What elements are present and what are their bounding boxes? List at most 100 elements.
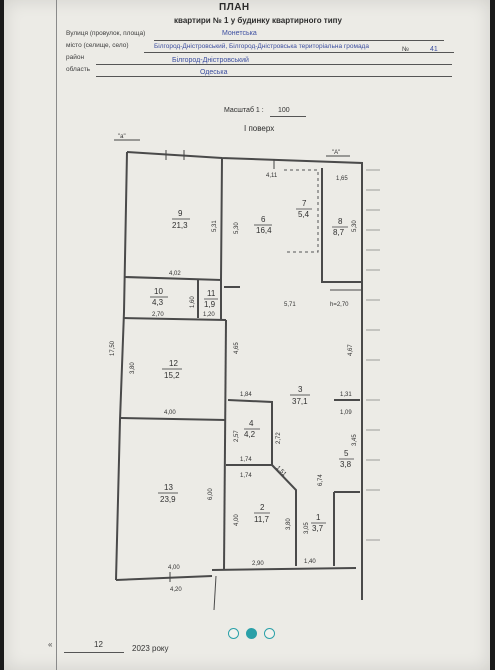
dim-label: 1,40 [304,559,316,565]
page-binding-edge [56,0,57,670]
svg-text:10: 10 [154,287,163,296]
dim-label: 2,72 [276,432,282,444]
room-13: 13 23,9 [158,483,178,504]
svg-text:9: 9 [178,209,183,218]
floor-plan: "a" "A" 921,3 616,4 75,4 88,7 104,3 111,… [110,134,380,611]
scale-underline [270,116,306,117]
place-value: Білгород-Дністровський, Білгород-Дністро… [154,43,369,50]
room7-dashed-outline [284,169,319,253]
region-value: Одеська [200,69,228,76]
district-underline [96,64,452,65]
dim-label: 3,80 [130,362,136,374]
place-underline [144,52,454,53]
svg-text:1: 1 [316,513,321,522]
plan-subtitle: квартири № 1 у будинку квартирного типу [174,16,342,25]
floor-label: I поверх [244,124,275,133]
street-underline [154,40,444,41]
number-value: 41 [430,46,438,53]
dim-label: h=2,70 [330,302,349,308]
room-labels: 921,3 616,4 75,4 88,7 104,3 111,9 1215,2… [150,199,354,533]
marker-a-left: "a" [118,134,126,140]
dim-label: 1,65 [336,176,348,182]
date-day: 12 [94,640,103,649]
svg-text:4,3: 4,3 [152,298,164,307]
dim-label: 1,20 [203,312,215,318]
svg-text:8: 8 [338,217,343,226]
dim-label: 1,84 [240,392,252,398]
dim-label: 5,30 [234,222,240,234]
dim-label: 4,11 [266,173,278,179]
region-label: область [66,66,91,73]
svg-text:21,3: 21,3 [172,221,188,230]
svg-text:7: 7 [302,199,307,208]
room-8: 88,7 [332,217,348,237]
room-1: 13,7 [311,513,326,533]
svg-text:3,7: 3,7 [312,524,324,533]
wall-room11 [197,280,222,320]
wall-room8 [321,168,362,283]
dim-label: 17,50 [110,340,116,356]
svg-text:5,4: 5,4 [298,210,310,219]
dim-label: 3,45 [352,434,358,446]
marker-a-right: "A" [332,150,340,156]
room-4: 44,2 [244,419,260,439]
svg-text:13: 13 [164,483,173,492]
place-label: місто (селище, село) [66,42,129,49]
dim-label: 6,00 [208,488,214,500]
carousel-dot[interactable] [228,628,239,639]
dim-label: 2,70 [152,312,164,318]
wall-room2-right [271,464,297,566]
wall-stair [330,289,363,302]
room-10: 104,3 [150,287,168,307]
room-9: 921,3 [172,209,190,230]
dim-label: 4,02 [169,271,181,277]
carousel-dot[interactable] [264,628,275,639]
document-page: ПЛАН квартири № 1 у будинку квартирного … [4,0,490,670]
room-5: 53,8 [339,449,354,469]
carousel-dot-active[interactable] [246,628,257,639]
svg-text:3: 3 [298,385,303,394]
svg-text:1,9: 1,9 [204,300,216,309]
dim-label: 4,20 [170,587,182,593]
region-underline [96,76,452,77]
room-2: 211,7 [254,503,270,524]
svg-text:11,7: 11,7 [254,515,270,524]
dim-label: 1,31 [340,392,352,398]
dimension-labels: 4,11 1,65 5,31 5,30 5,30 4,02 1,60 2,70 … [110,173,358,593]
dim-label: 5,71 [284,302,296,308]
dim-label: 3,05 [304,522,310,534]
svg-text:23,9: 23,9 [160,495,176,504]
street-label: Вулиця (провулок, площа) [66,30,146,37]
svg-text:4: 4 [249,419,254,428]
scale-value: 100 [278,107,290,114]
room-7: 75,4 [296,199,312,219]
scale-label: Масштаб 1 : [224,107,264,114]
dim-label: 4,00 [234,514,240,526]
dim-label: 4,65 [234,342,240,354]
room-6: 616,4 [254,215,272,235]
dim-label: 2,90 [252,561,264,567]
date-year: 2023 року [132,644,169,653]
dim-label: 4,67 [348,344,354,356]
wall-hatch [366,169,380,541]
dim-label: 5,30 [352,220,358,232]
street-value: Монетська [222,30,257,37]
room-3: 337,1 [290,385,310,406]
dim-label: 1,74 [240,473,252,479]
svg-text:37,1: 37,1 [292,397,308,406]
dim-label: 4,00 [164,410,176,416]
svg-text:4,2: 4,2 [244,430,256,439]
room-11: 111,9 [204,289,218,309]
number-label: № [402,46,409,53]
wall-room12-13 [120,417,227,421]
svg-text:3,8: 3,8 [340,460,352,469]
svg-text:11: 11 [207,289,216,298]
wall-room10-12 [122,317,227,321]
outer-wall-top-right [126,151,363,600]
outer-wall-left [115,151,128,581]
svg-text:2: 2 [260,503,265,512]
date-prefix: « [48,640,53,649]
dim-label: 1,60 [190,296,196,308]
wall-corridor-left [223,319,227,571]
svg-text:6: 6 [261,215,266,224]
